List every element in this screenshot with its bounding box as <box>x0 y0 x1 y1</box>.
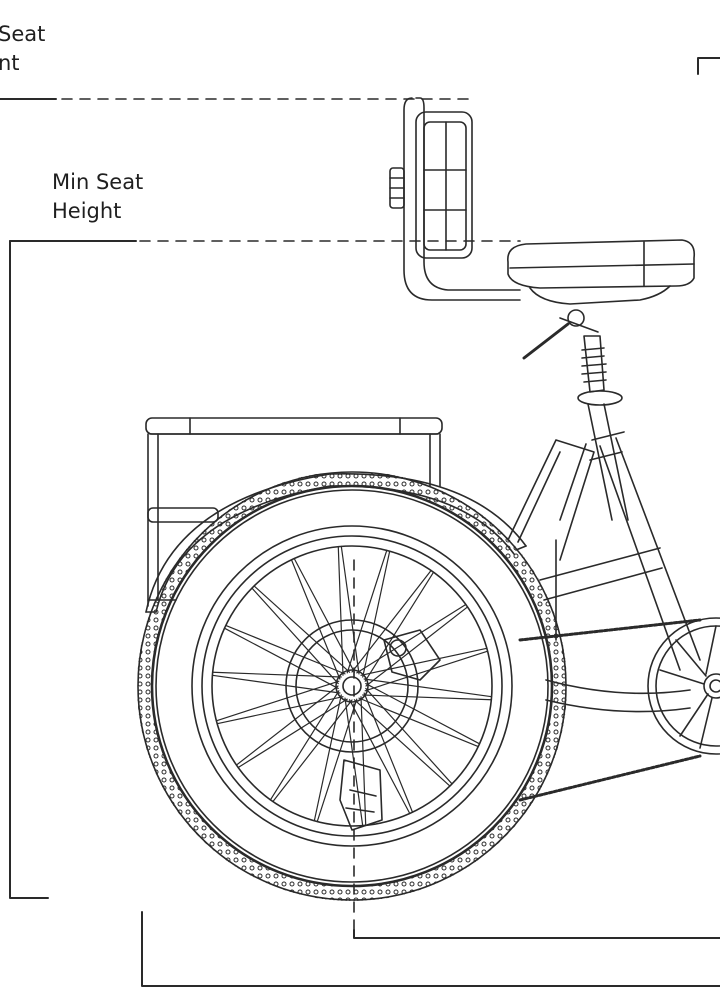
wheel-spoke <box>365 606 469 687</box>
wheel-spoke <box>316 698 358 823</box>
backrest <box>389 97 521 301</box>
max-seat-height-label-line2: nt <box>0 51 20 75</box>
overall-height-corner <box>697 57 720 75</box>
frame <box>507 431 701 713</box>
wheel-spoke <box>211 674 341 694</box>
wheel-spoke <box>360 647 488 676</box>
wheel-spoke <box>346 549 388 674</box>
seat <box>507 239 696 305</box>
min-seat-height-dimension <box>9 240 521 899</box>
rear-wheel <box>137 471 567 901</box>
wheel-spoke <box>337 546 344 676</box>
wheel-spoke <box>251 587 339 685</box>
wheel-spoke <box>290 559 341 680</box>
wheel-spoke <box>313 694 342 822</box>
wheel-spoke <box>360 696 367 826</box>
wheel-spoke <box>351 569 432 673</box>
wheel-spoke <box>348 699 411 815</box>
wheel-spoke <box>253 585 351 673</box>
wheel-spoke <box>362 550 391 678</box>
min-seat-height-label: Min Seat Height <box>52 168 143 226</box>
wheel-spoke <box>365 687 453 785</box>
wheel-spoke <box>235 685 339 766</box>
wheel-spoke <box>293 557 356 673</box>
wheel-spoke <box>344 697 364 827</box>
chainring <box>647 617 720 755</box>
min-seat-height-label-line2: Height <box>52 199 122 223</box>
wheel-spoke <box>269 690 340 801</box>
wheel-spoke <box>216 696 344 725</box>
wheel-spoke <box>340 545 360 675</box>
wheel-spoke <box>364 650 489 692</box>
wheelbase-dimension <box>141 559 720 987</box>
wheel-spoke <box>353 699 451 787</box>
wheel-spoke <box>358 697 479 748</box>
wheel-spoke <box>223 627 339 690</box>
wheel-spoke <box>212 671 342 678</box>
wheel-spoke <box>363 692 414 813</box>
wheel-spoke <box>215 680 340 722</box>
max-seat-height-label: Seat nt <box>0 20 45 78</box>
min-seat-height-label-line1: Min Seat <box>52 170 144 194</box>
wheel-spoke <box>364 571 435 682</box>
wheel-spoke <box>356 603 467 674</box>
wheel-spoke <box>362 694 492 701</box>
wheel-spoke <box>225 624 346 675</box>
rear-basket <box>145 417 443 607</box>
wheel-spoke <box>237 698 348 769</box>
wheel-spoke <box>272 699 353 803</box>
seat-post <box>522 309 629 521</box>
max-seat-height-label-line1: Seat <box>0 22 46 46</box>
wheel-spoke <box>365 682 481 745</box>
wheel-spoke <box>363 678 493 698</box>
